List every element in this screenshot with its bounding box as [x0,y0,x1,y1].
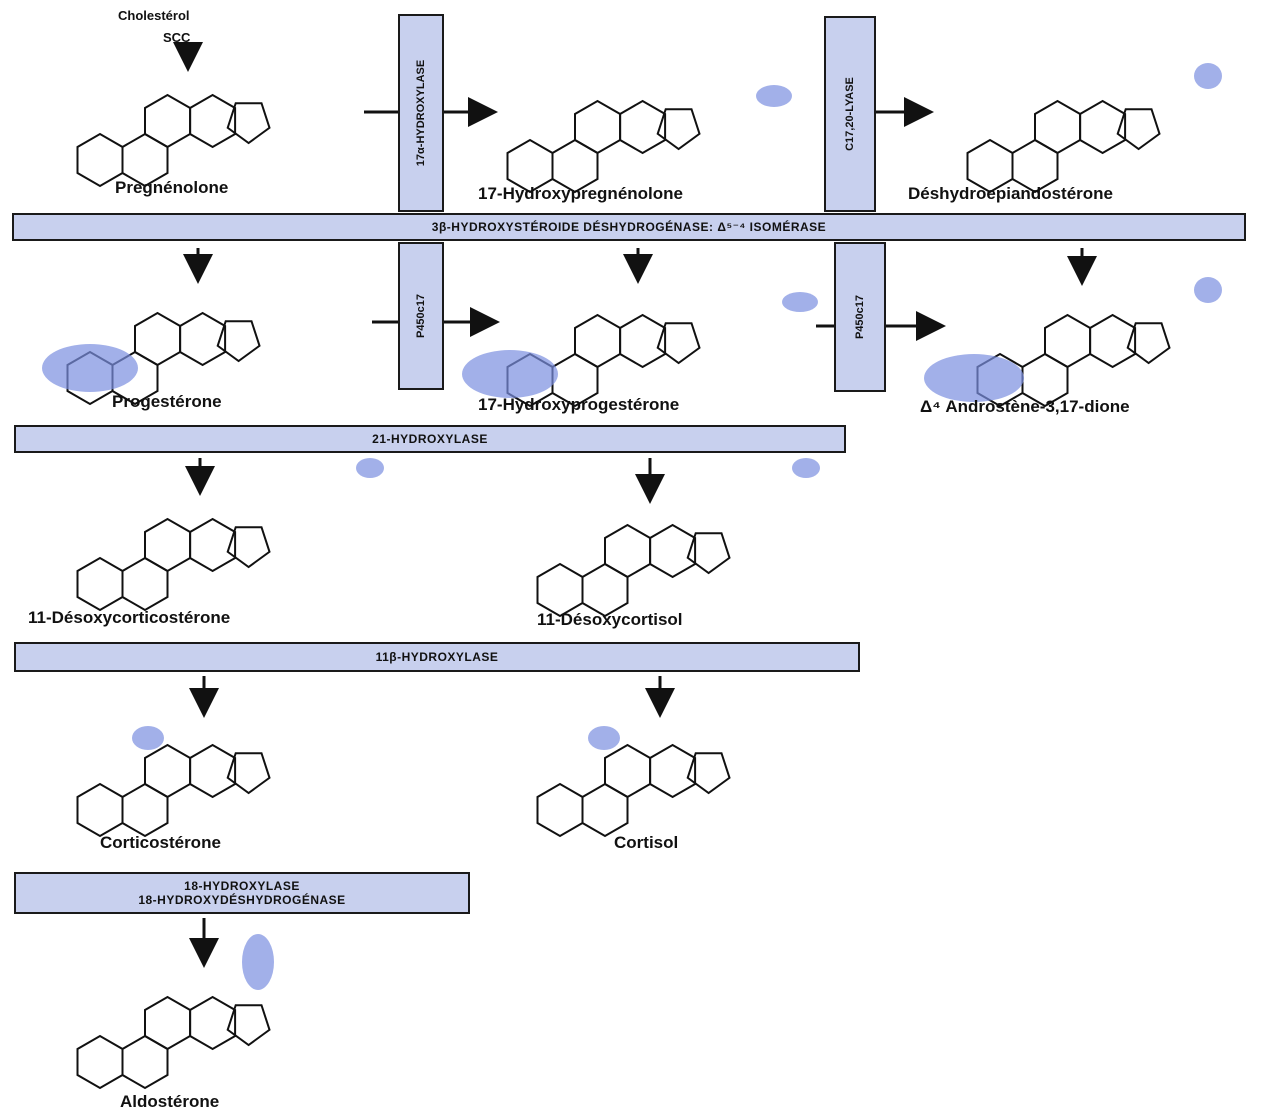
enzyme-18-hydroxydeshydrogenase-label: 18-HYDROXYDÉSHYDROGÉNASE [138,893,346,907]
ring-d [226,526,271,569]
ring-c [604,743,652,799]
ring-a [76,782,124,838]
ring-c [144,93,192,149]
pathway-arrows [173,42,1097,968]
highlight-11-oh-corticosterone [132,726,164,750]
ring-b [581,562,629,618]
ring-d [656,322,701,365]
ring-c [574,99,622,155]
ring-c2 [619,99,667,155]
highlight-17-keto-dhea [1194,63,1222,89]
structure-androstenedione [976,313,1171,408]
structure-cortisol [536,743,731,838]
compound-17-hydroxypregnenolone: 17-Hydroxypregnénolone [478,184,683,203]
highlight-3-keto-17oh-progesterone [462,350,558,398]
ring-d [686,532,731,575]
highlight-3-keto-progesterone [42,344,138,392]
enzyme-21-hydroxylase-bar: 21-HYDROXYLASE [14,425,846,453]
enzyme-18-hydroxylase-label: 18-HYDROXYLASE [184,879,300,893]
ring-c [144,995,192,1051]
ring-a [536,782,584,838]
ring-c [1034,99,1082,155]
enzyme-11b-hydroxylase-bar: 11β-HYDROXYLASE [14,642,860,672]
enzyme-p450c17-label-right: P450c17 [854,294,866,340]
enzyme-lyase-label: C17,20-LYASE [844,77,856,151]
precursor-label: Cholestérol [118,8,190,23]
highlight-21-oh-desoxycortisol [792,458,820,478]
compound-corticosterone: Corticostérone [100,833,221,852]
ring-d [1116,108,1161,151]
ring-c2 [189,995,237,1051]
enzyme-3b-hsd-bar: 3β-HYDROXYSTÉROIDE DÉSHYDROGÉNASE: Δ⁵⁻⁴ … [12,213,1246,241]
ring-d [226,102,271,145]
ring-b [121,556,169,612]
highlight-11-oh-cortisol [588,726,620,750]
ring-a [76,1034,124,1090]
enzyme-18-hydroxylase-box: 18-HYDROXYLASE 18-HYDROXYDÉSHYDROGÉNASE [14,872,470,914]
ring-c2 [179,311,227,367]
ring-d [1126,322,1171,365]
compound-dhea: Déshydroepiandostérone [908,184,1113,203]
ring-c [1044,313,1092,369]
highlight-3-keto-androstenedione [924,354,1024,402]
enzyme-11b-hydroxylase-label: 11β-HYDROXYLASE [375,650,499,664]
compound-cortisol: Cortisol [614,833,679,852]
enzyme-21-hydroxylase-label: 21-HYDROXYLASE [372,432,488,446]
ring-c2 [189,743,237,799]
enzyme-17a-hydroxylase-label: 17α-HYDROXYLASE [415,59,427,167]
enzyme-17a-hydroxylase-bar: 17α-HYDROXYLASE [398,14,444,212]
enzyme-3b-hsd-label: 3β-HYDROXYSTÉROIDE DÉSHYDROGÉNASE: Δ⁵⁻⁴ … [431,220,827,234]
compound-11-desoxycorticosterone: 11-Désoxycorticostérone [28,608,231,627]
ring-d [216,320,261,363]
ring-c [134,311,182,367]
compound-11-desoxycortisol: 11-Désoxycortisol [537,610,683,629]
ring-c [144,517,192,573]
ring-d [656,108,701,151]
ring-c [604,523,652,579]
enzyme-p450c17-bar-right: P450c17 [834,242,886,392]
ring-c2 [1089,313,1137,369]
structure-pregnenolone [76,93,271,188]
highlight-17-oh-17oh-progesterone [782,292,818,312]
compound-aldosterone: Aldostérone [120,1092,220,1111]
structure-17oh-pregnenolone [506,99,701,194]
ring-c2 [189,517,237,573]
enzyme-lyase-bar: C17,20-LYASE [824,16,876,212]
ring-b [121,782,169,838]
structure-desoxycortisol [536,523,731,618]
structure-corticosterone [76,743,271,838]
enzyme-p450c17-label-left: P450c17 [415,293,427,339]
structure-desoxycorticosterone [76,517,271,612]
ring-c2 [649,523,697,579]
ring-a [76,556,124,612]
structure-aldosterone [76,995,271,1090]
ring-c [574,313,622,369]
enzyme-p450c17-bar-left: P450c17 [398,242,444,390]
compound-androstenedione: Δ⁴ Androstène-3,17-dione [920,397,1130,416]
highlight-17-oh-hydroxypregnenolone [756,85,792,107]
highlight-18-aldehyde-aldosterone [242,934,274,990]
ring-c [144,743,192,799]
compound-pregnenolone: Pregnénolone [115,178,229,197]
highlight-21-oh-doc [356,458,384,478]
ring-c2 [189,93,237,149]
structure-dhea [966,99,1161,194]
highlight-17-keto-androstenedione [1194,277,1222,303]
ring-d [226,1004,271,1047]
compound-progesterone: Progestérone [112,392,222,411]
ring-c2 [649,743,697,799]
ring-d [226,752,271,795]
compound-17-hydroxyprogesterone: 17-Hydroxyprogestérone [478,395,680,414]
ring-c2 [1079,99,1127,155]
ring-a [536,562,584,618]
scc-enzyme-label: SCC [163,30,191,45]
ring-b [121,1034,169,1090]
molecule-structures [42,63,1222,1090]
ring-c2 [619,313,667,369]
ring-b [581,782,629,838]
ring-d [686,752,731,795]
